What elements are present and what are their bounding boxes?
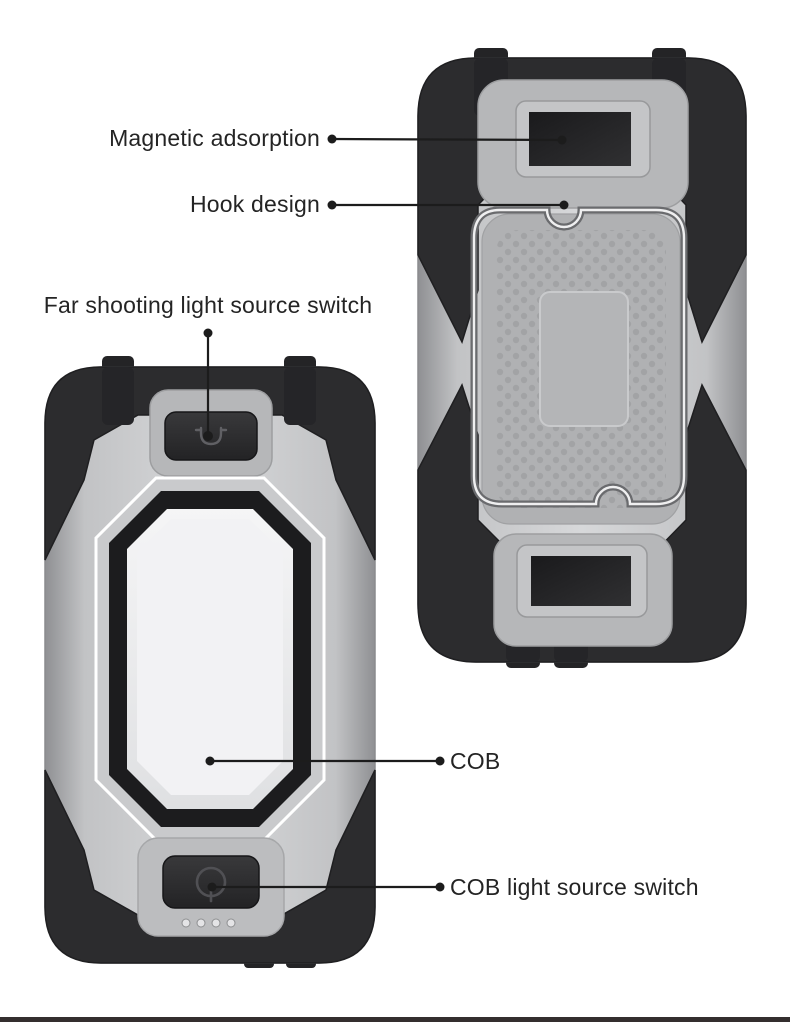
label-magnetic-adsorption: Magnetic adsorption [109, 125, 320, 151]
strap-band [284, 367, 316, 425]
label-cob-switch: COB light source switch [450, 874, 699, 900]
label-far-switch: Far shooting light source switch [43, 292, 373, 318]
leader-far-switch [203, 328, 213, 441]
leader-cob [205, 756, 445, 766]
leader-hook-design [327, 200, 569, 210]
indicator-dots [181, 918, 236, 928]
worklight-front-view [44, 356, 376, 968]
leader-cob-switch [207, 882, 445, 892]
bottom-bumper [44, 769, 376, 964]
panel-center-pad [539, 291, 629, 427]
leader-magnetic-adsorption [327, 134, 567, 145]
cob-panel-center [137, 519, 283, 795]
label-cob: COB [450, 748, 501, 774]
worklight-back-view [417, 48, 747, 668]
hook-wire-icon [470, 206, 688, 508]
label-hook-design: Hook design [189, 191, 320, 217]
magnet-block-bottom [531, 556, 631, 606]
strap-band [102, 367, 134, 425]
beam-cup-icon [194, 426, 228, 446]
cob-light-switch-button [162, 855, 260, 909]
footer-accent-bar [0, 1017, 790, 1022]
